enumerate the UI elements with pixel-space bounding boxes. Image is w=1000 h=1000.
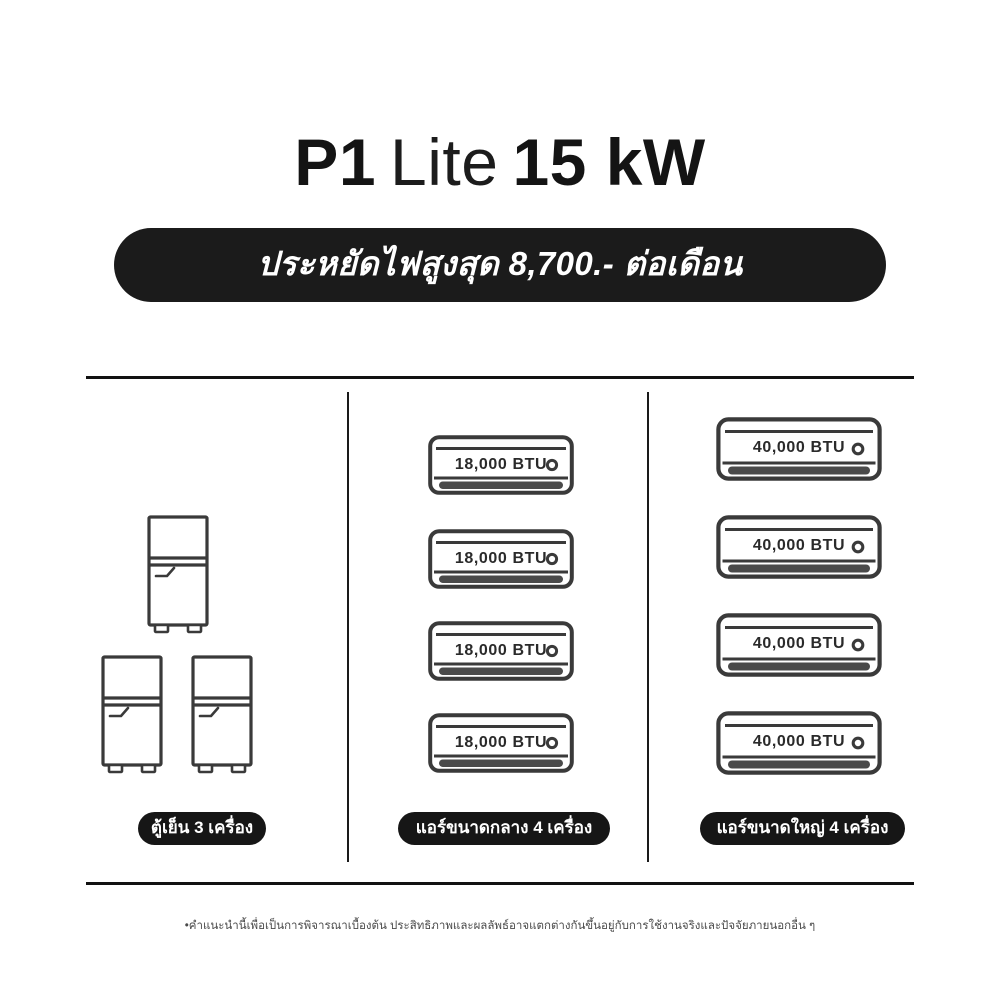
bottom-divider-rule bbox=[86, 882, 914, 885]
air-conditioner-icon: 18,000 BTU bbox=[427, 528, 575, 590]
column-large-air-conditioners: 40,000 BTU 40,000 BTU bbox=[649, 392, 914, 862]
savings-headline-banner: ประหยัดไฟสูงสุด 8,700.- ต่อเดือน bbox=[114, 228, 886, 302]
air-conditioner-icon: 40,000 BTU bbox=[715, 612, 883, 678]
savings-headline-text: ประหยัดไฟสูงสุด 8,700.- ต่อเดือน bbox=[257, 244, 743, 282]
refrigerator-icon bbox=[100, 654, 164, 781]
column-label-medium-ac: แอร์ขนาดกลาง 4 เครื่อง bbox=[398, 812, 610, 845]
column-label-text: แอร์ขนาดใหญ่ 4 เครื่อง bbox=[716, 818, 889, 837]
air-conditioner-icon: 40,000 BTU bbox=[715, 710, 883, 776]
air-conditioner-icon: 18,000 BTU bbox=[427, 712, 575, 774]
refrigerator-icon bbox=[190, 654, 254, 781]
column-label-large-ac: แอร์ขนาดใหญ่ 4 เครื่อง bbox=[700, 812, 905, 845]
refrigerator-group bbox=[86, 392, 347, 804]
product-capacity: 15 kW bbox=[512, 125, 706, 199]
product-name-primary: P1 bbox=[294, 125, 377, 199]
air-conditioner-icon: 40,000 BTU bbox=[715, 514, 883, 580]
column-label-text: แอร์ขนาดกลาง 4 เครื่อง bbox=[415, 818, 593, 837]
column-divider-2 bbox=[647, 392, 649, 862]
column-label-text: ตู้เย็น 3 เครื่อง bbox=[150, 818, 254, 837]
top-divider-rule bbox=[86, 376, 914, 379]
air-conditioner-icon: 18,000 BTU bbox=[427, 434, 575, 496]
product-name-variant: Lite bbox=[390, 125, 499, 199]
column-refrigerators bbox=[86, 392, 347, 862]
air-conditioner-icon: 40,000 BTU bbox=[715, 416, 883, 482]
column-divider-1 bbox=[347, 392, 349, 862]
disclaimer-footnote: •คำแนะนำนี้เพื่อเป็นการพิจารณาเบื้องต้น … bbox=[184, 920, 816, 932]
air-conditioner-icon: 18,000 BTU bbox=[427, 620, 575, 682]
refrigerator-icon bbox=[146, 514, 210, 641]
column-medium-air-conditioners: 18,000 BTU 18,000 BTU bbox=[349, 392, 647, 862]
column-label-refrigerators: ตู้เย็น 3 เครื่อง bbox=[138, 812, 266, 845]
